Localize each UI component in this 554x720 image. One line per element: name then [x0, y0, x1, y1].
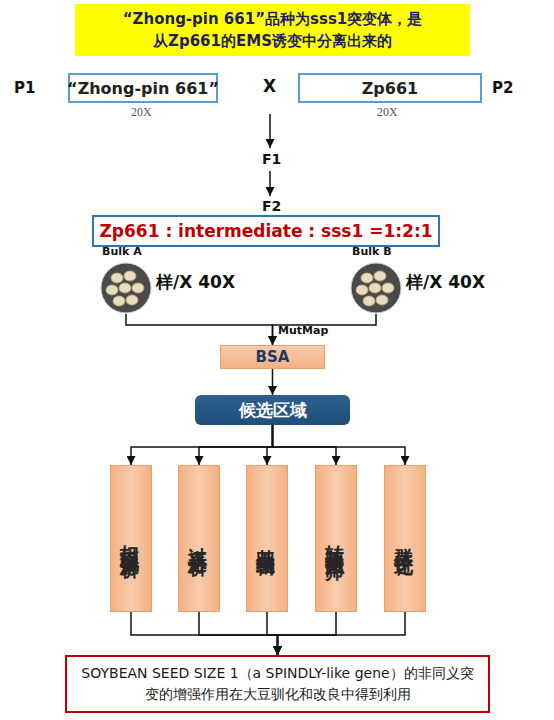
parent-box: Zp661: [298, 73, 482, 103]
bulk-name: Bulk B: [352, 245, 392, 258]
flow-connector: [126, 314, 273, 345]
ratio-box: Zp661 : intermediate : sss1 =1:2:1: [92, 215, 440, 247]
flow-connector: [131, 425, 273, 465]
method-box: 过表达分析: [178, 465, 220, 612]
node-text: 过表达分析: [186, 531, 212, 546]
seed: [113, 296, 125, 306]
bulk-name: Bulk A: [102, 245, 142, 258]
method-box: 群体进化: [384, 465, 426, 612]
flow-connector: [199, 612, 278, 655]
node-text: BSA: [256, 348, 290, 366]
seed-photo: [100, 262, 152, 314]
flow-connector: [267, 425, 273, 465]
seed: [376, 295, 388, 305]
text-label: P2: [492, 79, 513, 97]
node-text: “Zhong-pin 661”: [67, 79, 219, 98]
method-box: 扫描电镜分析: [110, 465, 152, 612]
text-label: F1: [262, 151, 281, 167]
flow-connector: [272, 369, 274, 395]
flow-connector: [278, 612, 337, 655]
seed: [361, 273, 373, 283]
flow-connector: [278, 612, 406, 655]
node-text: 扫描电镜分析: [118, 530, 144, 548]
dish: [101, 263, 151, 313]
magnification-note: 样/X 40X: [156, 271, 235, 294]
title-banner: “Zhong-pin 661”品种为sss1突变体，是 从Zp661的EMS诱变…: [75, 4, 470, 56]
method-box: 转基因拟南芥: [315, 465, 357, 612]
text-label: F2: [262, 198, 281, 214]
seed: [119, 283, 131, 293]
node-text: 候选区域: [239, 399, 307, 422]
seed: [106, 285, 118, 295]
seed-photo: [350, 262, 402, 314]
text-label: MutMap: [278, 324, 328, 337]
text-label: 20X: [131, 105, 152, 120]
process-box: BSA: [220, 345, 325, 369]
node-text: 基因编辑: [254, 533, 280, 545]
node-text: 转基因拟南芥: [323, 530, 349, 548]
seed: [382, 283, 394, 293]
bulk-pool: Bulk B样/X 40X: [350, 262, 402, 314]
process-box: 候选区域: [195, 395, 350, 425]
seed: [111, 273, 123, 283]
seed: [369, 283, 381, 293]
node-text: “Zhong-pin 661”品种为sss1突变体，是 从Zp661的EMS诱变…: [123, 8, 423, 52]
seed: [124, 271, 136, 281]
flow-connector: [273, 425, 337, 465]
flow-arrow: [269, 114, 271, 148]
flow-connector: [131, 612, 278, 655]
flow-connector: [199, 425, 273, 465]
seed: [126, 295, 138, 305]
text-label: 20X: [377, 105, 398, 120]
parent-box: “Zhong-pin 661”: [68, 73, 218, 103]
node-text: SOYBEAN SEED SIZE 1（a SPINDLY-like gene）…: [77, 663, 478, 705]
flow-connector: [273, 314, 377, 345]
node-text: Zp661: [362, 79, 418, 98]
node-text: 群体进化: [392, 533, 418, 545]
bulk-pool: Bulk A样/X 40X: [100, 262, 152, 314]
seed: [374, 271, 386, 281]
seed: [132, 283, 144, 293]
conclusion-box: SOYBEAN SEED SIZE 1（a SPINDLY-like gene）…: [65, 655, 490, 713]
flow-arrow: [269, 171, 271, 196]
seed: [356, 285, 368, 295]
text-label: P1: [14, 79, 35, 97]
magnification-note: 样/X 40X: [406, 271, 485, 294]
seed: [363, 296, 375, 306]
text-label: X: [263, 76, 276, 96]
node-text: Zp661 : intermediate : sss1 =1:2:1: [99, 221, 432, 241]
method-box: 基因编辑: [246, 465, 288, 612]
dish: [351, 263, 401, 313]
flow-connector: [273, 425, 406, 465]
flow-connector: [267, 612, 278, 655]
